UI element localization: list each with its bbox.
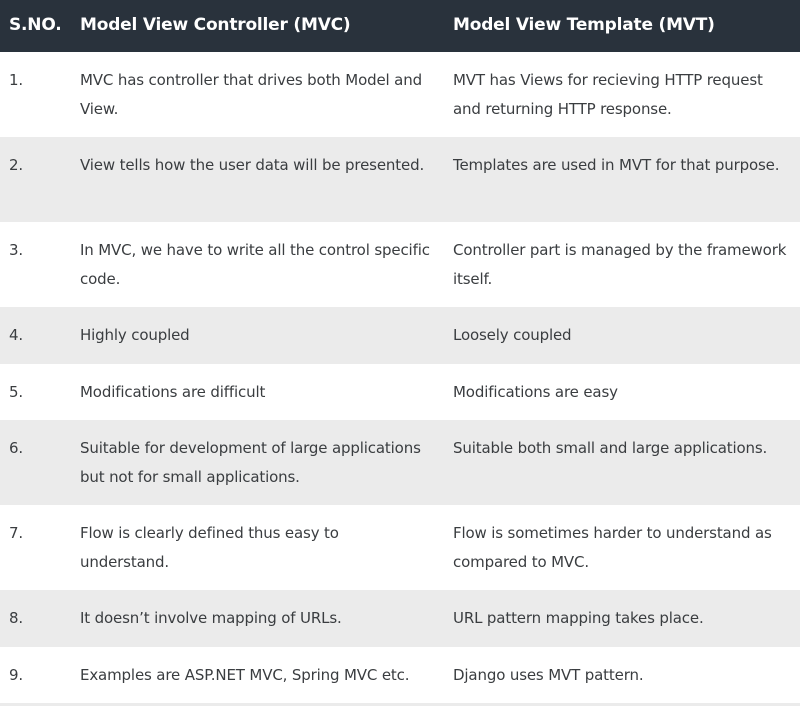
cell-mvt: Modifications are easy [453, 382, 618, 401]
cell-mvt: MVT has Views for recieving HTTP request… [453, 71, 763, 118]
table-row: 3. In MVC, we have to write all the cont… [0, 222, 800, 307]
table-row: 6. Suitable for development of large app… [0, 420, 800, 505]
cell-mvt: URL pattern mapping takes place. [453, 609, 704, 627]
table-row: 5. Modifications are difficult Modificat… [0, 363, 800, 420]
cell-mvc: It doesn’t involve mapping of URLs. [80, 609, 342, 627]
table-row: 8. It doesn’t involve mapping of URLs. U… [0, 590, 800, 647]
header-mvt: Model View Template (MVT) [453, 15, 715, 35]
cell-sno: 6. [9, 439, 24, 457]
table-row: 1. MVC has controller that drives both M… [0, 52, 800, 137]
table-row: 4. Highly coupled Loosely coupled [0, 307, 800, 364]
cell-mvc: Modifications are difficult [80, 382, 266, 401]
table-body: 1. MVC has controller that drives both M… [0, 52, 800, 703]
cell-mvt: Templates are used in MVT for that purpo… [453, 156, 780, 174]
cell-sno: 4. [9, 326, 24, 344]
cell-sno: 1. [9, 71, 24, 89]
cell-mvt: Loosely coupled [453, 326, 572, 344]
cell-mvc: In MVC, we have to write all the control… [80, 241, 430, 288]
cell-sno: 2. [9, 156, 24, 174]
cell-mvc: Suitable for development of large applic… [80, 439, 421, 486]
cell-sno: 9. [9, 665, 24, 684]
cell-mvt: Suitable both small and large applicatio… [453, 439, 768, 457]
cell-mvc: MVC has controller that drives both Mode… [80, 71, 422, 118]
cell-mvc: Flow is clearly defined thus easy to und… [80, 524, 339, 571]
cell-mvt: Controller part is managed by the framew… [453, 241, 787, 288]
cell-mvt: Django uses MVT pattern. [453, 665, 644, 684]
header-mvc: Model View Controller (MVC) [80, 15, 351, 35]
table-header: S.NO. Model View Controller (MVC) Model … [0, 0, 800, 52]
cell-mvc: Highly coupled [80, 326, 190, 344]
header-row: S.NO. Model View Controller (MVC) Model … [0, 0, 800, 52]
cell-sno: 7. [9, 524, 24, 542]
table-row: 7. Flow is clearly defined thus easy to … [0, 505, 800, 590]
cell-sno: 5. [9, 382, 24, 401]
cell-mvc: View tells how the user data will be pre… [80, 156, 425, 174]
cell-mvt: Flow is sometimes harder to understand a… [453, 524, 772, 571]
cell-mvc: Examples are ASP.NET MVC, Spring MVC etc… [80, 665, 410, 684]
table-row: 2. View tells how the user data will be … [0, 137, 800, 222]
header-sno: S.NO. [9, 15, 62, 35]
cell-sno: 8. [9, 609, 24, 627]
cell-sno: 3. [9, 241, 24, 259]
table-row: 9. Examples are ASP.NET MVC, Spring MVC … [0, 646, 800, 703]
